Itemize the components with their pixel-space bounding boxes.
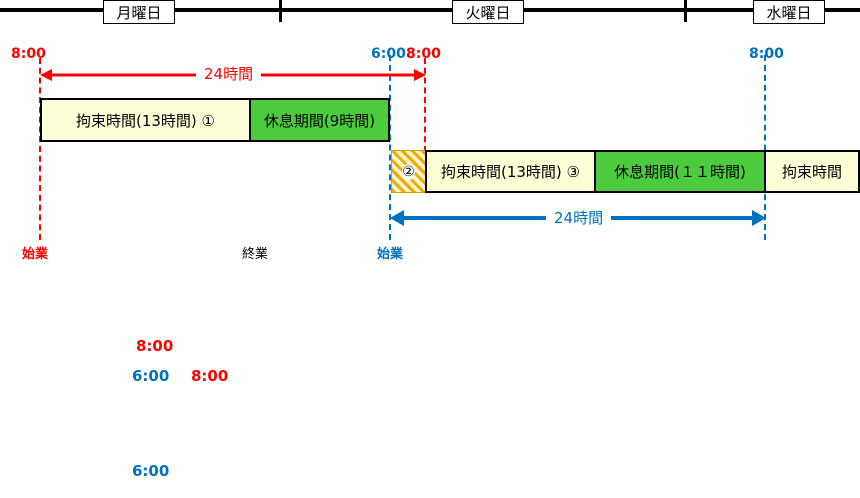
time-tuesday-0600: 6:00	[371, 46, 406, 62]
marker-work-start-tuesday: 始業	[377, 247, 404, 262]
bar-rest-period-9h: 休息期間(9時間)	[249, 98, 390, 142]
bar-rest-period-11h: 休息期間(１１時間)	[594, 150, 766, 193]
guide-line-monday-0800	[39, 58, 41, 240]
day-axis-tick-tue-wed	[684, 0, 687, 22]
bottom-time-0600-b: 6:00	[132, 462, 170, 480]
day-axis-line	[0, 8, 860, 12]
arrow-24h-red-label: 24時間	[196, 64, 262, 84]
arrow-right-head-icon	[752, 210, 766, 226]
arrow-right-head-icon	[414, 69, 426, 81]
bar-binding-time-3: 拘束時間(13時間) ③	[425, 150, 596, 193]
time-monday-0800: 8:00	[11, 46, 46, 62]
bottom-time-0800-b: 8:00	[191, 367, 229, 385]
bar-binding-time-next: 拘束時間	[764, 150, 860, 193]
hatched-segment-number: ②	[402, 163, 415, 180]
time-tuesday-0800: 8:00	[406, 46, 441, 62]
time-wednesday-0800: 8:00	[749, 46, 784, 62]
bottom-time-0800-a: 8:00	[136, 337, 174, 355]
day-axis-tick-mon-tue	[279, 0, 282, 22]
arrow-left-head-icon	[40, 69, 52, 81]
marker-work-start-monday: 始業	[22, 247, 49, 262]
bar-hatched-segment-2: ②	[391, 150, 426, 193]
day-label-tuesday: 火曜日	[452, 0, 524, 24]
bottom-time-0600-a: 6:00	[132, 367, 170, 385]
marker-work-end-monday: 終業	[233, 241, 278, 264]
guide-line-tuesday-0600	[389, 55, 391, 240]
arrow-24h-blue-label: 24時間	[546, 208, 612, 228]
day-label-wednesday: 水曜日	[753, 0, 825, 24]
guide-line-wednesday-0800	[764, 55, 766, 240]
day-label-monday: 月曜日	[103, 0, 175, 24]
guide-line-tuesday-0800	[424, 58, 426, 152]
bar-binding-time-1: 拘束時間(13時間) ①	[40, 98, 251, 142]
arrow-left-head-icon	[390, 210, 404, 226]
